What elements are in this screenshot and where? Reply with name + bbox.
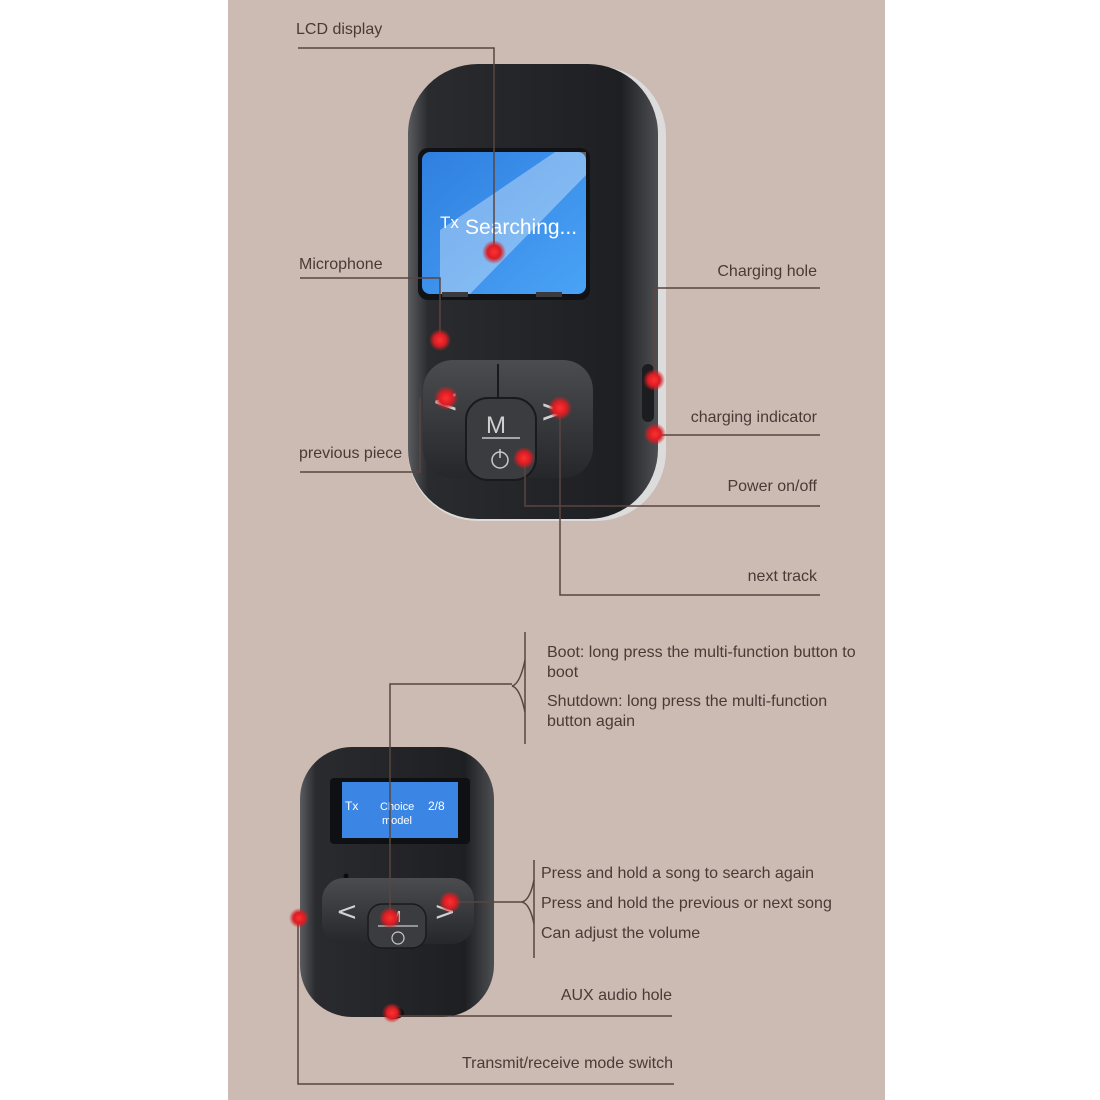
- marker-microphone: [429, 329, 451, 351]
- label-previous-piece: previous piece: [299, 445, 403, 462]
- marker-mode-button: [379, 907, 401, 929]
- label-lcd-display: LCD display: [296, 21, 383, 38]
- lcd-bottom-mode: Tx: [345, 799, 358, 813]
- lcd-bottom-line2: model: [382, 815, 412, 827]
- label-microphone: Microphone: [299, 256, 383, 273]
- marker-next: [548, 396, 572, 420]
- leader-lines: [297, 47, 820, 1085]
- lcd-bottom-line1: Choice: [380, 801, 414, 813]
- note-shutdown: Shutdown: long press the multi-function …: [547, 693, 828, 730]
- marker-charging-indicator: [644, 423, 666, 445]
- lcd-bottom-screen: [342, 782, 458, 838]
- note-prev-next: Press and hold the previous or next song: [541, 895, 832, 912]
- device-bottom: [300, 747, 494, 1019]
- note-volume: Can adjust the volume: [541, 925, 701, 942]
- note-boot: Boot: long press the multi-function butt…: [547, 644, 856, 681]
- power-icon-bottom: [391, 931, 405, 945]
- lcd-screen: [422, 152, 586, 294]
- prev-button-bottom[interactable]: <: [336, 897, 358, 927]
- marker-next-bottom: [439, 891, 461, 913]
- marker-lcd: [482, 240, 506, 264]
- marker-switch: [289, 908, 309, 928]
- lcd-mode-text: Tx: [440, 213, 459, 232]
- note-search: Press and hold a song to search again: [541, 865, 815, 882]
- lcd-glare: [440, 152, 586, 294]
- label-next-track: next track: [747, 568, 817, 585]
- marker-aux: [382, 1003, 402, 1023]
- markers: [289, 240, 666, 1023]
- marker-charging-hole: [643, 369, 665, 391]
- label-power: Power on/off: [727, 478, 817, 495]
- label-aux: AUX audio hole: [560, 987, 672, 1004]
- lcd-bottom-counter: 2/8: [428, 799, 445, 813]
- label-charging-indicator: charging indicator: [690, 409, 817, 426]
- label-mode-switch: Transmit/receive mode switch: [461, 1055, 673, 1072]
- label-charging-hole: Charging hole: [717, 263, 817, 280]
- device-top: [408, 64, 666, 521]
- lcd-status-text: Searching...: [465, 216, 577, 239]
- marker-prev: [434, 386, 458, 410]
- marker-power: [513, 447, 535, 469]
- mode-button-label: M: [486, 412, 506, 439]
